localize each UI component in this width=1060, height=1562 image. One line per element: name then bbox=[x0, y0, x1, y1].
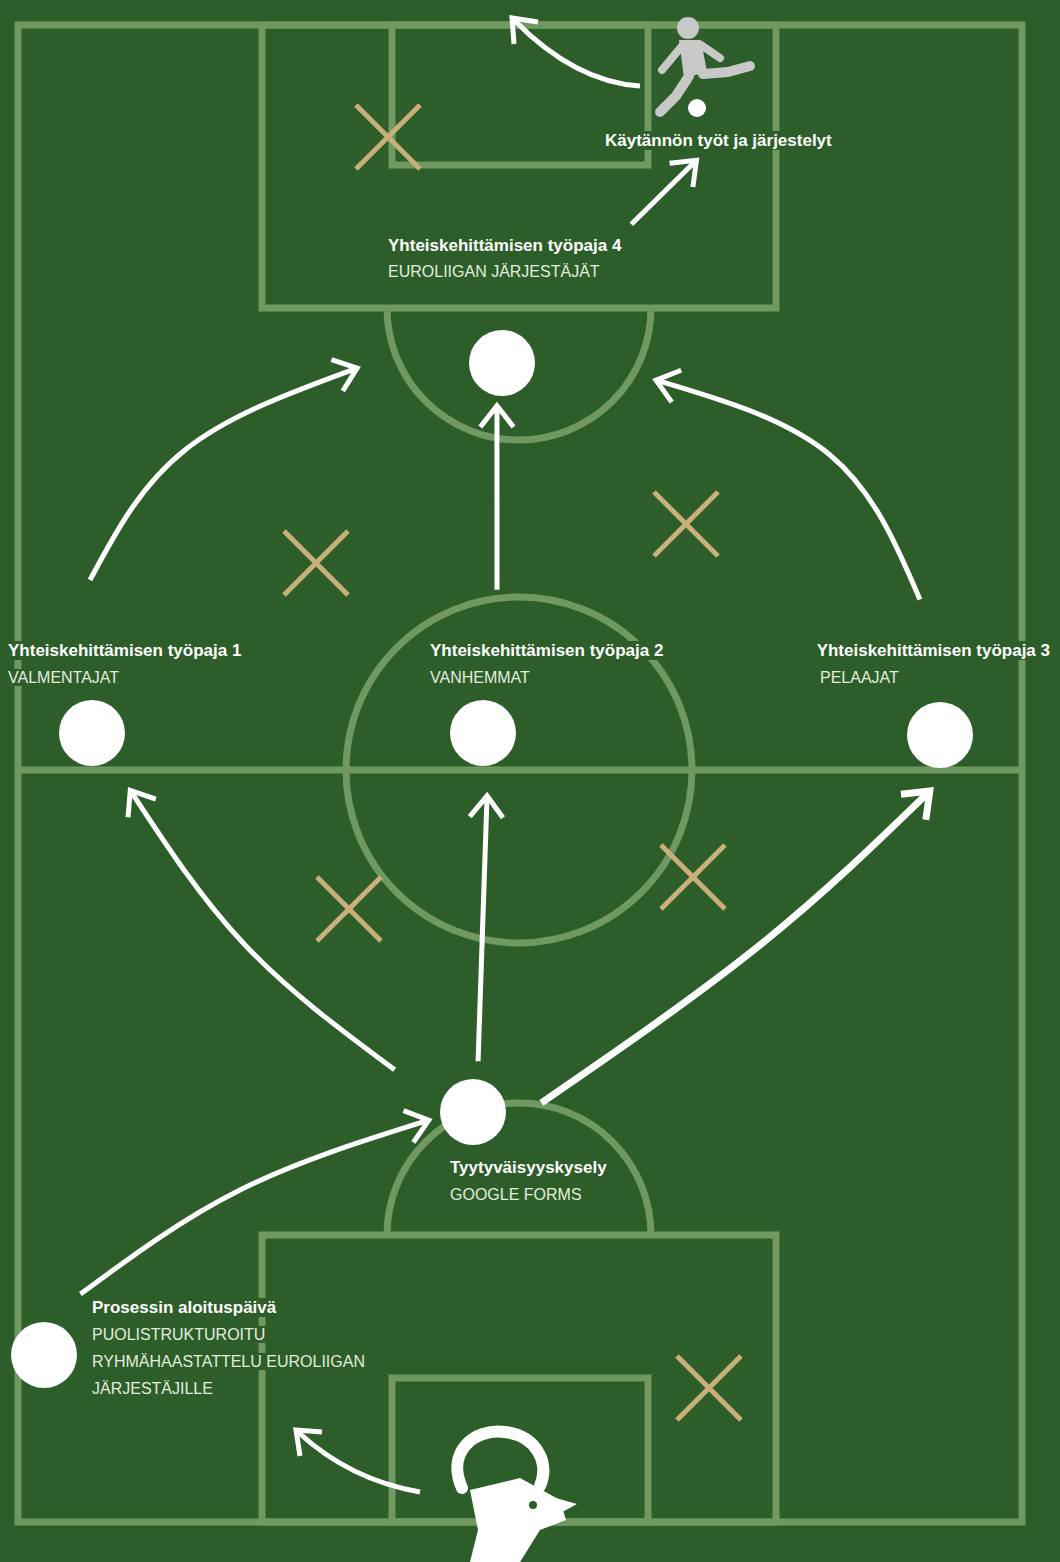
connector bbox=[656, 370, 920, 599]
goat-logo bbox=[457, 1432, 577, 1562]
player-limbs bbox=[660, 45, 750, 112]
goat-ear bbox=[545, 1495, 577, 1516]
node-heading: Yhteiskehittämisen työpaja 1 bbox=[6, 641, 243, 660]
node-subtext: GOOGLE FORMS bbox=[448, 1186, 584, 1203]
text-block: PELAAJAT bbox=[818, 664, 901, 691]
player-leg bbox=[660, 76, 689, 112]
node-subtext: PUOLISTRUKTUROITU RYHMÄHAASTATTELU EUROL… bbox=[90, 1326, 367, 1397]
text-block: Yhteiskehittämisen työpaja 1 bbox=[6, 641, 243, 661]
text-block: Yhteiskehittämisen työpaja 3 bbox=[815, 641, 1052, 661]
arrowhead bbox=[656, 370, 681, 402]
milestone-node: Yhteiskehittämisen työpaja 4 EUROLIIGAN J… bbox=[386, 236, 623, 396]
milestone-node: Yhteiskehittämisen työpaja 2 VANHEMMAT bbox=[428, 641, 665, 766]
arrowhead bbox=[470, 796, 503, 818]
arrowhead bbox=[331, 360, 357, 391]
node-circle bbox=[440, 1079, 506, 1145]
decor-arrowhead bbox=[512, 18, 538, 44]
decor-arrow bbox=[514, 20, 640, 86]
arrowhead bbox=[128, 790, 156, 817]
node-heading: Yhteiskehittämisen työpaja 2 bbox=[428, 641, 665, 660]
node-circle bbox=[907, 702, 973, 768]
penalty-box bbox=[262, 25, 776, 308]
node-heading: Yhteiskehittämisen työpaja 4 bbox=[386, 236, 623, 255]
node-circle bbox=[11, 1322, 77, 1388]
node-subtext: VANHEMMAT bbox=[428, 669, 532, 686]
node-heading: Käytännön työt ja järjestelyt bbox=[603, 131, 834, 150]
arrowhead bbox=[403, 1111, 428, 1143]
player-head bbox=[677, 17, 699, 39]
text-block: Prosessin aloituspäivä bbox=[90, 1298, 278, 1318]
text-block: GOOGLE FORMS bbox=[448, 1181, 584, 1208]
task-node: Käytännön työt ja järjestelyt bbox=[603, 131, 834, 151]
connector-line bbox=[478, 796, 487, 1061]
text-block: Tyytyväisyyskysely bbox=[448, 1158, 609, 1178]
cross-mark bbox=[654, 492, 718, 556]
text-block: Käytännön työt ja järjestelyt bbox=[603, 131, 834, 151]
goat-horn bbox=[457, 1432, 543, 1488]
cross-mark bbox=[284, 531, 348, 595]
text-block: VALMENTAJAT bbox=[6, 664, 121, 691]
node-subtext: PELAAJAT bbox=[818, 669, 901, 686]
penalty-arc bbox=[387, 308, 651, 440]
cross-mark bbox=[661, 845, 725, 909]
cross-mark bbox=[356, 105, 420, 169]
node-subtext: EUROLIIGAN JÄRJESTÄJÄT bbox=[386, 263, 602, 280]
connector-line bbox=[494, 406, 499, 590]
ball bbox=[688, 99, 706, 117]
connector-line bbox=[81, 1120, 429, 1294]
goat-head bbox=[470, 1478, 566, 1562]
milestone-node: Yhteiskehittämisen työpaja 1 VALMENTAJAT bbox=[6, 641, 243, 766]
text-block: Yhteiskehittämisen työpaja 4 bbox=[386, 236, 623, 256]
text-block: EUROLIIGAN JÄRJESTÄJÄT bbox=[386, 258, 602, 285]
connector-line bbox=[656, 380, 920, 599]
cross-marks bbox=[284, 105, 741, 1420]
player-arm bbox=[662, 46, 682, 70]
node-heading: Prosessin aloituspäivä bbox=[90, 1298, 278, 1317]
node-heading: Yhteiskehittämisen työpaja 3 bbox=[815, 641, 1052, 660]
text-block: VANHEMMAT bbox=[428, 664, 532, 691]
player-figure bbox=[660, 17, 750, 117]
node-heading: Tyytyväisyyskysely bbox=[448, 1158, 609, 1177]
decor-arrows bbox=[296, 18, 640, 1492]
player-arm bbox=[701, 45, 720, 58]
node-circle bbox=[469, 330, 535, 396]
penalty-arc bbox=[387, 1103, 651, 1235]
connector bbox=[631, 160, 696, 224]
arrowhead bbox=[480, 406, 513, 427]
arrowhead bbox=[670, 160, 697, 187]
connector bbox=[541, 791, 929, 1103]
milestone-node: Prosessin aloituspäiväPUOLISTRUKTUROITU … bbox=[11, 1298, 390, 1402]
connector-line bbox=[130, 790, 394, 1069]
connector bbox=[81, 1111, 429, 1294]
decor-arrowhead bbox=[296, 1430, 322, 1456]
node-circle bbox=[450, 700, 516, 766]
connector-line bbox=[90, 368, 357, 580]
cross-mark bbox=[677, 1356, 741, 1420]
milestone-node: TyytyväisyyskyselyGOOGLE FORMS bbox=[440, 1079, 609, 1208]
connector bbox=[90, 360, 357, 580]
cross-mark bbox=[317, 877, 381, 941]
connector bbox=[128, 790, 395, 1069]
node-circle bbox=[59, 700, 125, 766]
player-leg bbox=[703, 66, 750, 74]
connector bbox=[470, 796, 503, 1061]
text-block: Yhteiskehittämisen työpaja 2 bbox=[428, 641, 665, 661]
text-block: PUOLISTRUKTUROITU RYHMÄHAASTATTELU EUROL… bbox=[90, 1321, 390, 1402]
halfway-line bbox=[18, 767, 1022, 774]
node-subtext: VALMENTAJAT bbox=[6, 669, 121, 686]
connector-line bbox=[541, 791, 929, 1103]
connector bbox=[480, 406, 513, 590]
pitch-lines bbox=[18, 25, 1022, 1522]
connector-line bbox=[631, 160, 696, 224]
arrowhead bbox=[901, 791, 930, 820]
goat-eye bbox=[529, 1501, 537, 1509]
decor-arrow bbox=[298, 1432, 420, 1492]
centre-circle bbox=[346, 597, 692, 943]
touchline bbox=[18, 25, 1022, 1522]
milestone-node: Yhteiskehittämisen työpaja 3 PELAAJAT bbox=[815, 641, 1052, 768]
